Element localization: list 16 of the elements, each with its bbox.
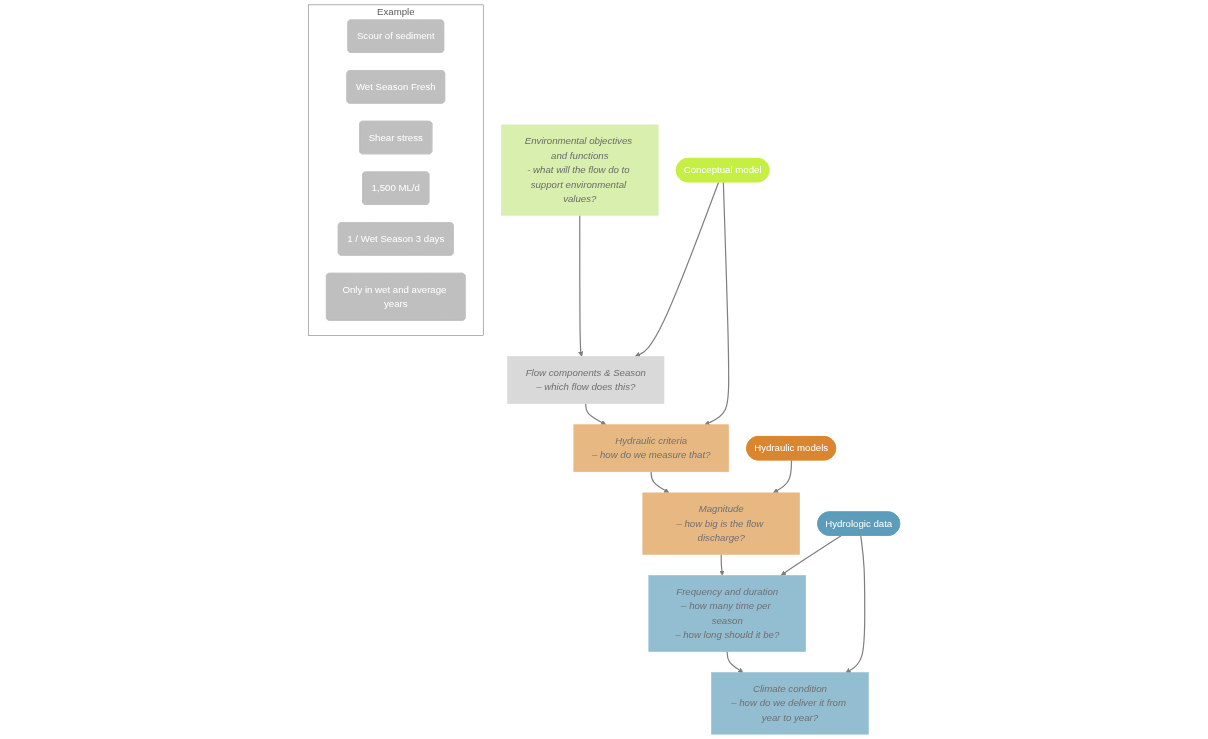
arrow <box>634 181 720 357</box>
node-box: Climate condition – how do we deliver it from year to year? <box>711 672 869 735</box>
node-box: Hydraulic criteria – how do we measure that? <box>573 424 729 473</box>
arrow <box>780 535 842 576</box>
arrow <box>585 402 607 425</box>
node-box: Flow components & Season – which flow does this? <box>507 356 665 404</box>
arrow <box>704 181 730 426</box>
arrow <box>773 459 793 494</box>
arrow <box>578 214 584 357</box>
node-box: Frequency and duration – how many time per season – how long should it be? <box>648 575 806 652</box>
arrow <box>650 471 670 494</box>
node-box: Magnitude – how big is the flow discharge? <box>642 492 800 555</box>
arrow <box>719 553 725 576</box>
arrow <box>726 650 744 673</box>
node-box: Environmental objectives and functions - what will the flow do to support environmental values? <box>501 124 659 216</box>
arrow <box>845 535 866 673</box>
